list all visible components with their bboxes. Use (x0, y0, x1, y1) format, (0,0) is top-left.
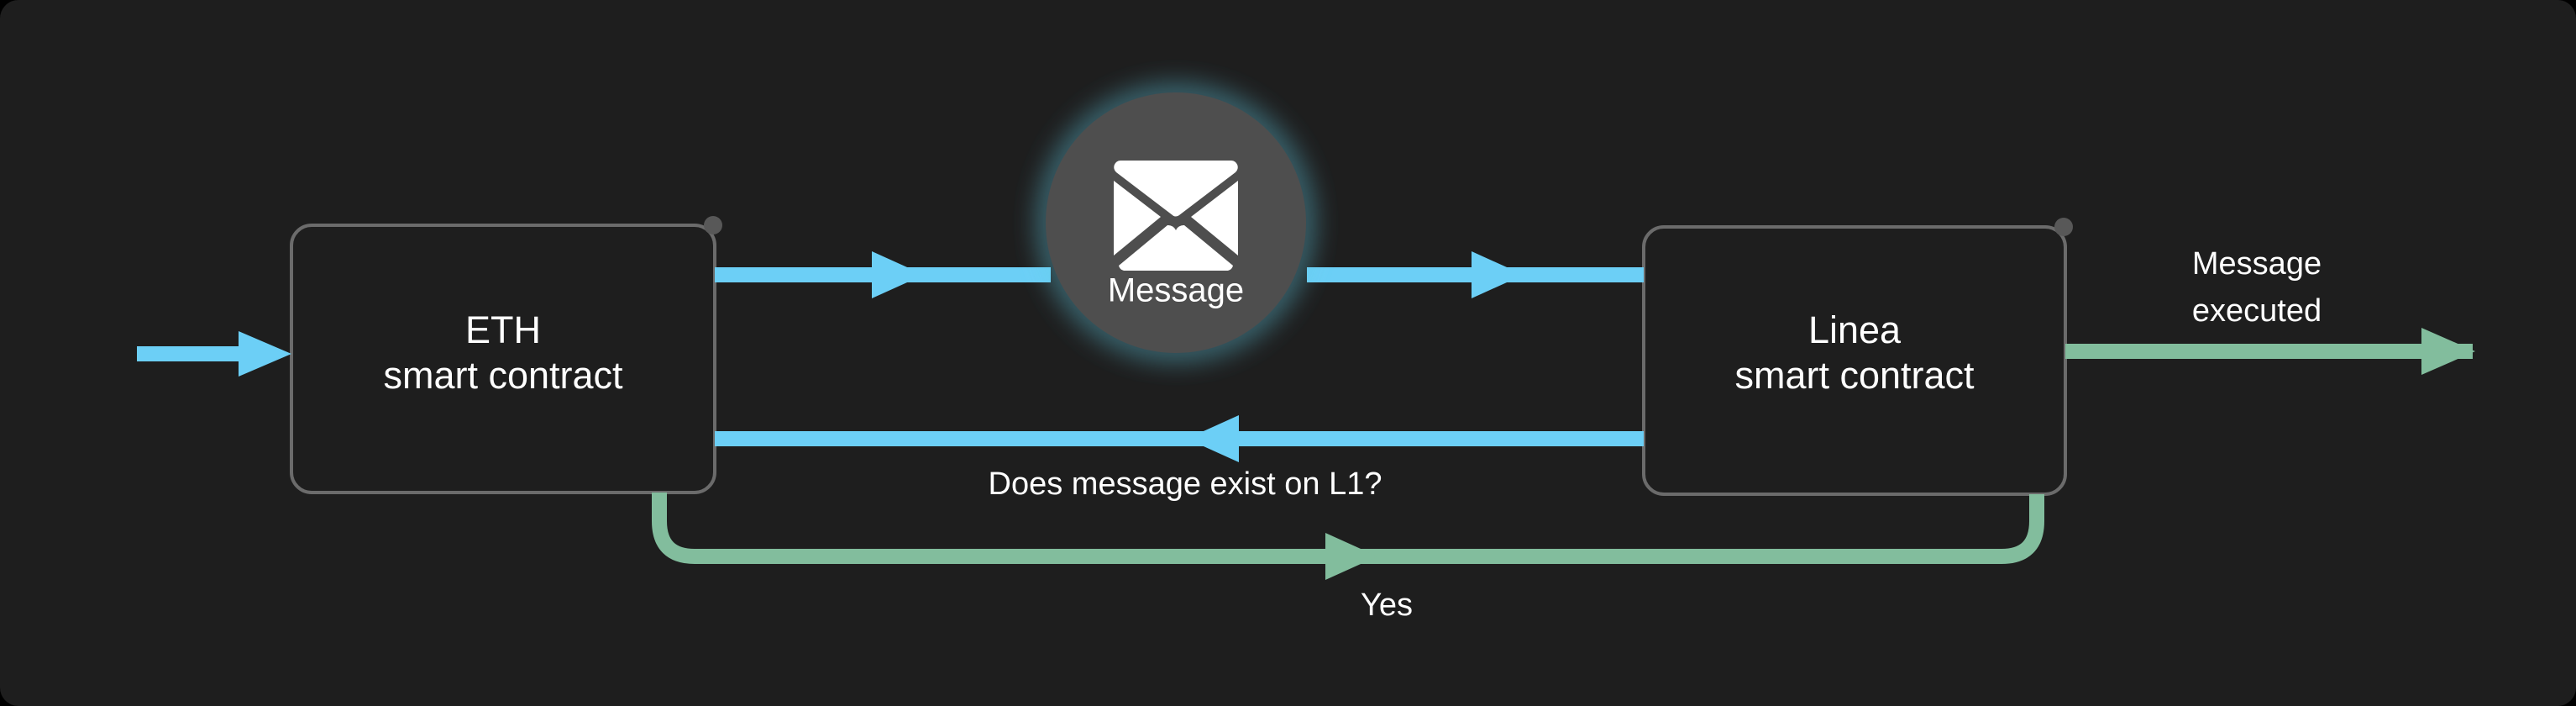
yes-edge-label: Yes (1361, 587, 1413, 623)
node-eth-contract[interactable]: ETH smart contract (290, 216, 722, 494)
eth-contract-label-line1: ETH (465, 308, 541, 351)
envelope-icon (1114, 161, 1238, 271)
edge-eth-to-message[interactable] (715, 251, 1051, 298)
query-edge-label: Does message exist on L1? (989, 466, 1382, 502)
edge-message-to-linea[interactable] (1307, 251, 1644, 298)
node-linea-contract[interactable]: Linea smart contract (1642, 218, 2073, 496)
input-arrowhead-icon (239, 331, 291, 377)
message-badge-circle[interactable] (1046, 92, 1306, 353)
edge-eth-to-linea-yes[interactable]: Yes (652, 493, 2044, 623)
query-arrowhead-icon (1187, 415, 1239, 462)
linea-contract-box[interactable] (1642, 225, 2067, 496)
envelope-flap-shape (1114, 161, 1238, 217)
message-to-linea-arrowhead-icon (1472, 251, 1524, 298)
message-badge[interactable]: Message (1043, 90, 1309, 356)
output-shaft (2065, 344, 2473, 359)
eth-contract-corner-dot (704, 216, 722, 234)
edge-linea-to-eth-query[interactable]: Does message exist on L1? (715, 415, 1644, 502)
envelope-bottom-shape (1119, 224, 1233, 271)
eth-contract-box[interactable] (290, 224, 716, 494)
eth-contract-label-line2: smart contract (383, 354, 623, 397)
edge-input-arrow[interactable] (137, 331, 291, 377)
linea-contract-corner-dot (2054, 218, 2073, 236)
envelope-left-shape (1114, 181, 1161, 256)
output-arrowhead-icon (2421, 328, 2475, 375)
query-shaft (715, 431, 1644, 446)
output-label-line2: executed (2192, 293, 2322, 329)
output-label-line1: Message (2192, 246, 2322, 282)
eth-to-message-arrowhead-icon (872, 251, 924, 298)
linea-contract-label-line2: smart contract (1734, 354, 1975, 397)
edge-linea-output[interactable]: Message executed (2065, 246, 2475, 375)
envelope-right-shape (1191, 181, 1238, 256)
message-badge-label: Message (1108, 272, 1244, 309)
yes-arrowhead-icon (1325, 533, 1377, 580)
input-arrow-shaft (137, 346, 253, 361)
linea-contract-label-line1: Linea (1808, 308, 1902, 351)
